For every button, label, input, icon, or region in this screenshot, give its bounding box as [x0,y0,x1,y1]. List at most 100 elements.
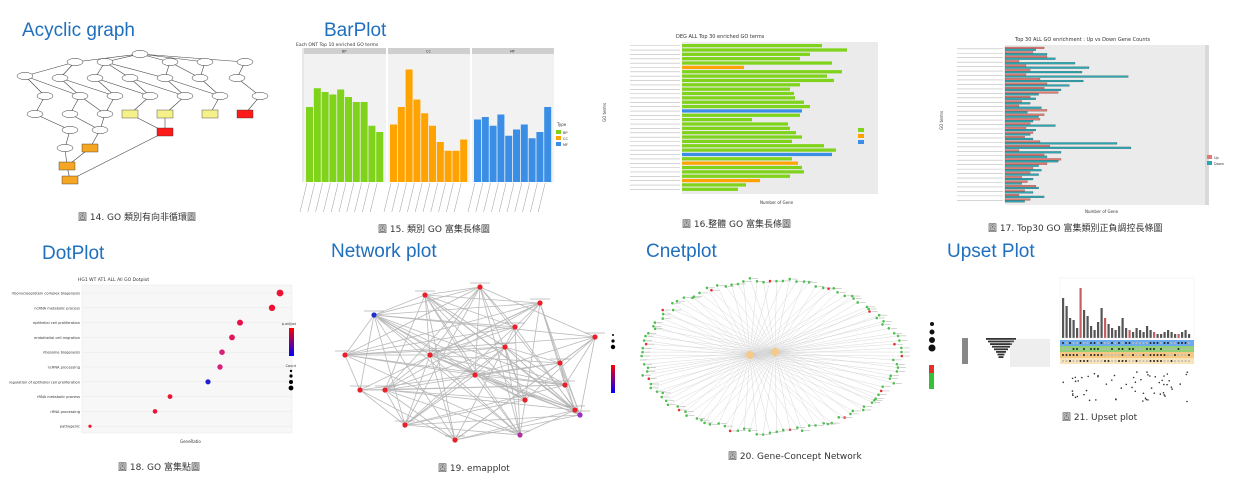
upset-scatter-point [1097,375,1099,378]
cnet-edge [650,354,751,389]
cnet-gene-node [849,412,852,416]
updown-bar-up [1004,167,1034,170]
caption-upset-plot: 圖 21. Upset plot [1062,413,1138,423]
upset-matrix-dot [1097,348,1099,350]
upset-matrix-dot [1086,342,1089,344]
updown-bar-up [1004,91,1059,94]
barplot-tick-label [467,182,476,213]
barplot-bar [345,97,352,182]
barplot-bar [474,119,481,182]
dotplot-dot [205,379,211,385]
network-edge [454,414,581,441]
overall-legend-swatch [858,140,864,144]
network-edge [373,314,456,441]
upset-scatter-point [1149,375,1151,377]
upset-scatter-point [1115,398,1117,401]
barplot-bar [513,129,520,182]
upset-scatter-point [1146,371,1148,373]
upset-matrix-dot [1121,354,1124,356]
upset-intersection-bar [1107,324,1110,338]
network-node [452,437,458,443]
cnet-edge [724,351,776,427]
cnet-edge [774,351,816,426]
updown-bar-up [1004,198,1031,201]
updown-bar-down [1004,106,1042,109]
barplot-tick-label [522,182,530,213]
upset-matrix-dot [1132,342,1134,344]
cnet-gene-node [868,310,871,313]
upset-scatter-point [1105,383,1108,385]
upset-matrix-dot [1111,360,1113,362]
cnet-gene-node [675,299,679,303]
barplot-bar [429,125,436,182]
upset-matrix-dot [1118,348,1120,350]
cnet-edge [749,354,891,379]
barplot-tick-label [346,182,355,213]
cnet-edge [749,351,776,431]
network-edge [373,314,476,376]
network-edge [384,286,481,391]
cnet-gene-node [642,362,646,366]
upset-scatter-point [1164,395,1166,397]
barplot-bar [360,102,368,182]
upset-matrix-dot [1139,360,1141,362]
dag-node-highlighted [81,143,99,153]
upset-scatter-point [1163,375,1165,377]
barplot-tick-label [362,182,370,213]
upset-matrix-dot [1163,360,1166,362]
updown-bar-up [1004,180,1028,183]
barplot-facet-strip [472,48,554,54]
upset-intersection-bar [1188,334,1191,338]
cnet-edge [749,281,758,356]
overall-bar [682,109,802,113]
upset-matrix-dot [1160,360,1162,362]
updown-bar-down [1004,160,1059,163]
barplot-tick-label [414,182,423,213]
upset-matrix-dot [1065,348,1068,350]
network-edge [429,354,561,364]
cnet-gene-node [851,294,854,298]
upset-matrix-dot [1090,354,1092,356]
cnet-edge [774,281,805,353]
cnet-gene-node [830,421,834,425]
upset-matrix-dot [1188,354,1190,356]
network-node [371,312,377,318]
cnet-gene-node [768,431,772,435]
network-edge [359,384,566,391]
cnet-gene-node [852,297,855,300]
dag-node [236,58,254,66]
barplot-bar [337,89,345,182]
upset-matrix-dot [1156,348,1159,350]
legend-swatch-cc [556,136,561,140]
upset-intersection-bar [1160,334,1163,338]
overall-bar [682,157,792,161]
barplot-bar [452,150,460,182]
cnet-edge [653,326,751,356]
barplot-bar [436,142,444,182]
updown-bar-up [1004,104,1020,107]
network-edge [373,314,576,411]
updown-bar-up [1004,51,1034,54]
cnet-gene-node [896,334,900,338]
updown-bar-down [1004,79,1084,83]
upset-intersection-bar [1062,298,1065,338]
legend-label-mf: MF [563,143,568,147]
overall-bar [682,83,800,87]
network-node [572,407,578,413]
dotplot-dot [88,424,92,428]
updown-bar-up [1004,162,1048,165]
dag-node [36,92,54,100]
updown-bar-down [1004,97,1036,100]
barplot-tick-label [514,182,523,213]
cnet-edge [644,354,751,365]
upset-scatter-point [1083,393,1085,396]
network-edge [359,362,561,391]
upset-matrix-dot [1177,348,1180,350]
upset-matrix-dot [1128,360,1131,362]
upset-scatter-point [1186,400,1188,403]
barplot-bar [528,138,536,182]
upset-matrix-dot [1062,360,1064,362]
cnet-gene-node [775,430,779,434]
barplot-tick-label [483,182,491,213]
updown-bar-up [1004,69,1031,72]
